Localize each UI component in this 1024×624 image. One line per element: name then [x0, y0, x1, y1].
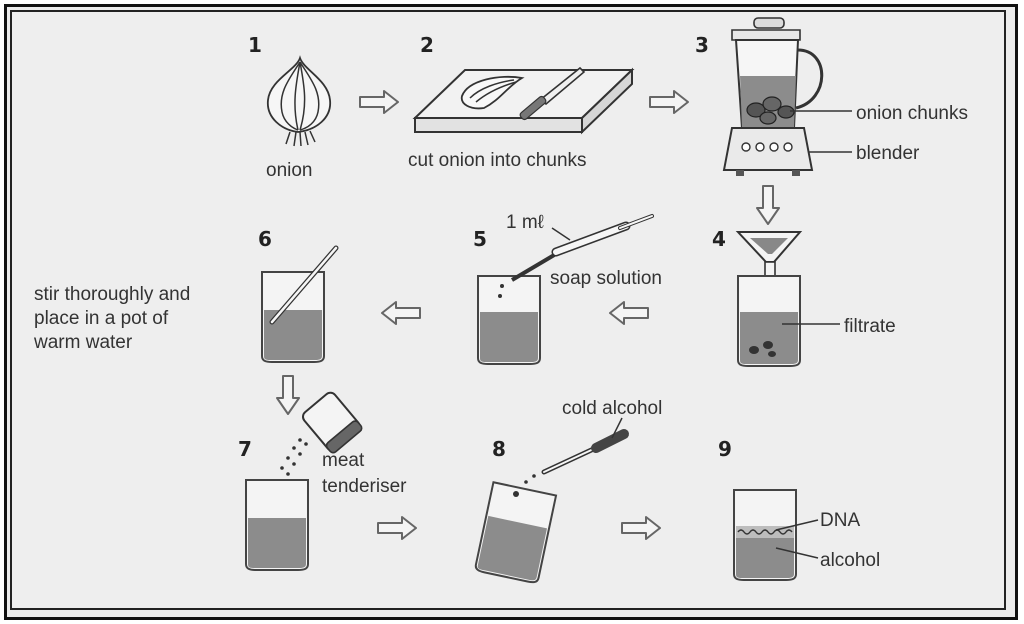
step-1-number: 1	[248, 33, 262, 57]
onion-chunks-icon	[746, 96, 795, 125]
powder-icon	[280, 438, 308, 476]
step-7-label-line-1: meat	[322, 450, 365, 471]
step-7-label-line-2: tenderiser	[322, 476, 407, 497]
onion-icon	[267, 55, 331, 147]
beaker-stir-icon	[261, 271, 325, 363]
step-6-label-line-3: warm water	[33, 332, 133, 353]
dropper-icon	[524, 429, 629, 484]
step-6-number: 6	[258, 227, 272, 251]
arrow-right-icon	[649, 90, 689, 114]
arrow-left-icon	[381, 301, 421, 325]
step-2-number: 2	[420, 33, 434, 57]
step-2-label: cut onion into chunks	[408, 150, 587, 171]
step-4-number: 4	[712, 227, 726, 251]
beaker-tilted-icon	[474, 481, 558, 584]
leader-line	[611, 417, 623, 439]
arrow-right-icon	[359, 90, 399, 114]
leader-line	[775, 519, 819, 531]
step-8-number: 8	[492, 437, 506, 461]
leader-line	[775, 547, 819, 559]
step-8-label-alcohol: cold alcohol	[562, 398, 662, 419]
step-5-number: 5	[473, 227, 487, 251]
step-7-number: 7	[238, 437, 252, 461]
beaker-filtrate-icon	[737, 275, 801, 367]
step-9-label-dna: DNA	[820, 510, 860, 531]
onion-half-icon	[460, 75, 525, 110]
step-3-label-chunks: onion chunks	[856, 103, 968, 124]
pipette-icon	[510, 214, 654, 282]
arrow-right-icon	[621, 516, 661, 540]
beaker-dna-icon	[733, 489, 797, 581]
cutting-board-icon	[412, 67, 635, 135]
step-6-label-line-1: stir thoroughly and	[34, 284, 190, 305]
beaker-soap-icon	[477, 275, 541, 365]
step-5-label-soap: soap solution	[550, 268, 662, 289]
step-3-number: 3	[695, 33, 709, 57]
stirring-rod-icon	[269, 245, 339, 325]
arrow-down-icon	[276, 375, 300, 415]
knife-icon	[519, 66, 586, 121]
step-9-label-alcohol: alcohol	[820, 550, 880, 571]
step-5-label-volume: 1 mℓ	[506, 212, 544, 233]
step-3-label-blender: blender	[856, 143, 920, 164]
step-1-label: onion	[266, 160, 313, 181]
step-4-label-filtrate: filtrate	[844, 316, 896, 337]
arrow-right-icon	[377, 516, 417, 540]
beaker-tenderiser-icon	[245, 479, 309, 571]
step-6-label-line-2: place in a pot of	[34, 308, 169, 329]
leader-line	[551, 227, 571, 241]
arrow-down-icon	[756, 185, 780, 225]
step-9-number: 9	[718, 437, 732, 461]
arrow-left-icon	[609, 301, 649, 325]
shaker-icon	[301, 391, 363, 454]
